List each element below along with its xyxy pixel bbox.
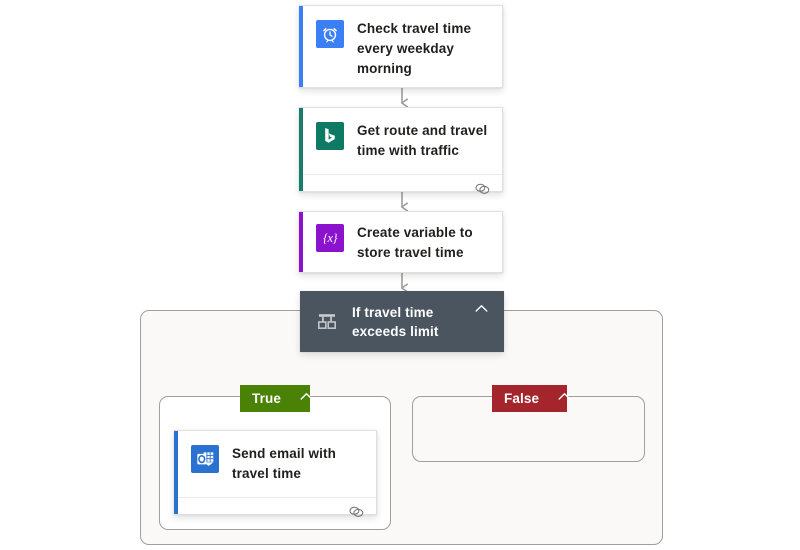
recurrence-trigger-card[interactable]: Check travel time every weekday morning <box>299 5 503 88</box>
outlook-icon <box>191 445 219 473</box>
card-footer <box>174 497 376 525</box>
card-accent-bar <box>299 212 303 272</box>
branch-false-pill[interactable]: False <box>492 385 571 412</box>
bing-maps-icon <box>316 122 344 150</box>
send-email-card[interactable]: Send email with travel time <box>174 430 377 517</box>
branch-true-pill[interactable]: True <box>240 385 313 412</box>
chevron-up-icon[interactable] <box>295 385 317 407</box>
branch-false-label: False <box>504 391 540 406</box>
condition-card[interactable]: If travel time exceeds limit <box>300 291 504 352</box>
card-accent-bar <box>299 6 303 87</box>
comment-bubbles-icon[interactable] <box>348 505 364 519</box>
card-title: Send email with travel time <box>232 446 337 481</box>
card-title: Create variable to store travel time <box>357 225 473 260</box>
condition-branch-icon <box>314 309 340 335</box>
card-title: Get route and travel time with traffic <box>357 123 488 158</box>
card-title: Check travel time every weekday morning <box>357 21 472 76</box>
branch-true-label: True <box>252 391 282 406</box>
chevron-up-icon[interactable] <box>470 297 492 319</box>
condition-title: If travel time exceeds limit <box>352 304 439 339</box>
chevron-up-icon[interactable] <box>553 385 575 407</box>
alarm-clock-icon <box>316 20 344 48</box>
comment-bubbles-icon[interactable] <box>474 182 490 196</box>
card-accent-bar <box>299 108 303 191</box>
variable-braces-icon: {x} <box>316 224 344 252</box>
bing-maps-route-card[interactable]: Get route and travel time with traffic <box>299 107 503 194</box>
initialize-variable-card[interactable]: {x} Create variable to store travel time <box>299 211 503 273</box>
card-accent-bar <box>174 431 178 514</box>
card-footer <box>299 174 502 202</box>
